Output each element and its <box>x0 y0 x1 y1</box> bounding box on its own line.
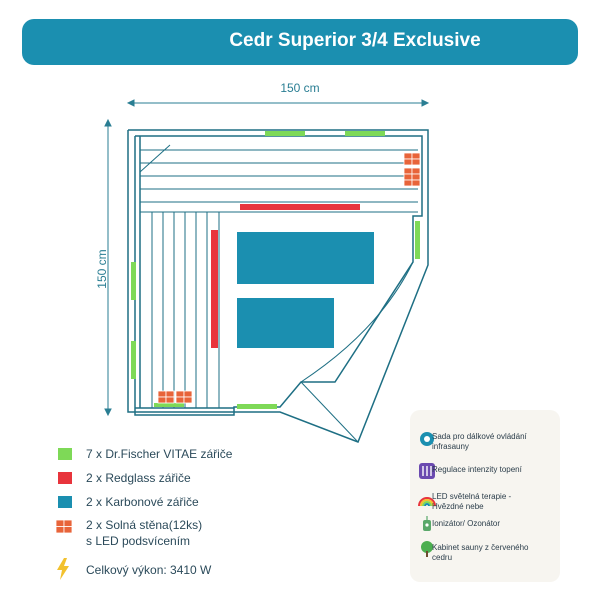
side-bench <box>151 212 220 408</box>
feature-cabinet: Kabinet sauny z červeného cedru <box>432 543 529 562</box>
vitae-heaters <box>131 131 420 409</box>
feature-ionizer: Ionizátor/ Ozonátor <box>432 519 501 528</box>
door <box>300 261 414 443</box>
rainbow-icon <box>418 497 436 507</box>
features-panel: Sada pro dálkové ovládání infrasauny Reg… <box>410 410 560 582</box>
legend-carbon: 2 x Karbonové zářiče <box>86 495 199 509</box>
width-label: 150 cm <box>280 81 320 95</box>
redglass-heaters <box>211 204 360 348</box>
feature-regulation: Regulace intenzity topení <box>432 465 522 474</box>
depth-dimension-line <box>104 118 112 417</box>
legend-salt-line1: 2 x Solná stěna(12ks) <box>86 518 203 532</box>
brick-icon <box>56 520 72 533</box>
feature-remote: Sada pro dálkové ovládání infrasauny <box>432 432 527 451</box>
carbon-heaters <box>237 232 374 348</box>
gear-icon <box>420 432 434 446</box>
vitae-swatch <box>58 448 72 460</box>
legend-salt-line2: s LED podsvícením <box>86 534 191 548</box>
carbon-swatch <box>58 496 72 508</box>
redglass-swatch <box>58 472 72 484</box>
legend-vitae: 7 x Dr.Fischer VITAE zářiče <box>86 447 233 461</box>
salt-walls <box>157 152 421 404</box>
legend-power: Celkový výkon: 3410 W <box>86 563 212 577</box>
page-title: Cedr Superior 3/4 Exclusive <box>229 30 481 51</box>
width-dimension-line <box>126 99 430 107</box>
legend-redglass: 2 x Redglass zářiče <box>86 471 191 485</box>
lightning-icon <box>57 558 69 580</box>
ionizer-icon <box>423 516 431 531</box>
tree-icon <box>421 541 433 557</box>
feature-led: LED světelná terapie - Hvězdné nebe <box>432 492 512 511</box>
sliders-icon <box>419 463 435 479</box>
upper-bench <box>139 144 418 213</box>
title-bar: Cedr Superior 3/4 Exclusive <box>22 19 578 65</box>
